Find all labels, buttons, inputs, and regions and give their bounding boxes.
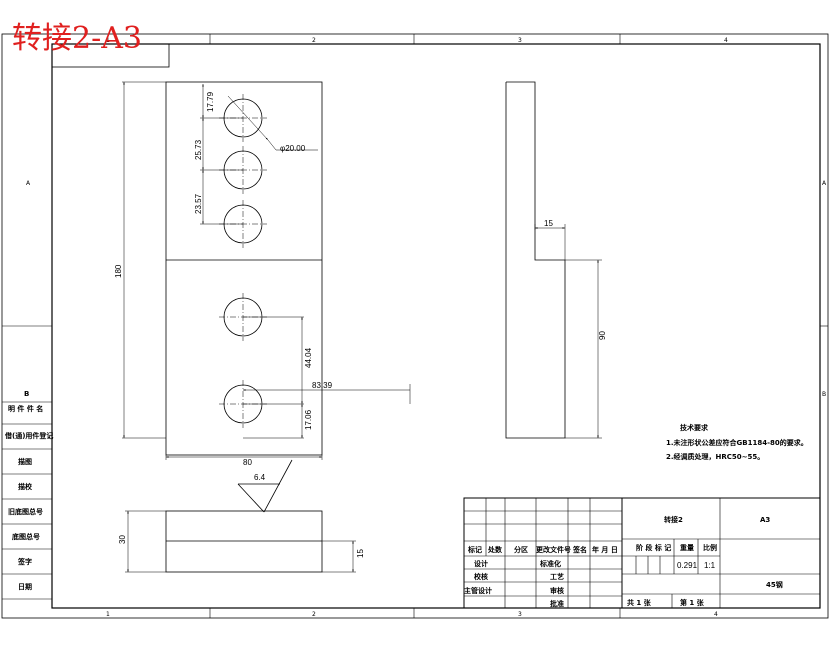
col-number-2-bottom: 2 <box>312 611 316 618</box>
side-label-old-no: 旧底图总号 <box>8 507 43 516</box>
tb-hdr-doc: 更改文件号 <box>536 545 571 554</box>
tech-req-line1: 1.未注形状公差应符合GB1184-80的要求。 <box>666 438 808 447</box>
tb-part-name: 转接2 <box>664 515 683 524</box>
top-view <box>165 510 323 573</box>
tech-req-line2: 2.经调质处理，HRC50~55。 <box>666 452 764 461</box>
side-panel <box>2 401 52 600</box>
side-label-name: 明 件 件 名 <box>8 404 43 413</box>
tb-material: 45钢 <box>766 580 783 589</box>
tb-std: 标准化 <box>539 559 561 568</box>
row-letter-a-left: A <box>26 180 31 187</box>
tb-hdr-mark: 标记 <box>467 545 482 554</box>
tb-scale-label: 比例 <box>703 543 717 552</box>
col-number-4-bottom: 4 <box>714 611 718 618</box>
tech-req-heading: 技术要求 <box>680 423 709 432</box>
zone-ticks <box>2 34 828 618</box>
row-letter-b-right: B <box>822 391 826 398</box>
side-dims <box>534 224 602 439</box>
row-letter-a-right: A <box>822 180 827 187</box>
height-dim <box>122 81 166 439</box>
tb-review: 审核 <box>550 586 564 595</box>
dim-23-57: 23.57 <box>194 193 203 214</box>
dim-44-04: 44.04 <box>304 347 313 368</box>
tb-sheet-size: A3 <box>760 516 770 524</box>
col-number-4-top: 4 <box>724 37 728 44</box>
dim-25-73: 25.73 <box>194 139 203 160</box>
side-label-trace: 描图 <box>18 457 32 466</box>
col-number-2-top: 2 <box>312 37 316 44</box>
dim-180: 180 <box>114 264 123 278</box>
side-label-date: 日期 <box>18 582 32 591</box>
outer-border <box>1 33 829 619</box>
dim-17-79: 17.79 <box>206 91 215 112</box>
col-number-1-bottom: 1 <box>106 611 110 618</box>
dim-bottom-15: 15 <box>356 549 365 558</box>
dim-bottom-30: 30 <box>118 535 127 544</box>
side-label-register: 借(通)用件登记 <box>4 431 53 440</box>
side-label-base-no: 底图总号 <box>12 532 40 541</box>
tb-weight: 0.291 <box>677 561 698 570</box>
tb-sheet-no: 第 1 张 <box>680 598 705 607</box>
tb-total-sheets: 共 1 张 <box>627 598 652 607</box>
tb-role-lead: 主管设计 <box>464 586 492 595</box>
dim-side-15: 15 <box>544 219 553 228</box>
right-hole-dims <box>243 316 411 439</box>
tb-hdr-sign: 签名 <box>572 545 587 554</box>
roughness-value: 6.4 <box>254 473 266 482</box>
title-box <box>51 43 170 68</box>
tb-approve: 批准 <box>550 599 564 608</box>
drawing-title: 转接2-A3 <box>12 21 142 56</box>
center-lines <box>219 94 267 428</box>
width-dim <box>165 455 323 460</box>
top-view-dims <box>125 510 356 573</box>
inner-border <box>51 43 821 609</box>
title-block <box>463 497 821 609</box>
front-view <box>165 81 323 456</box>
dim-side-90: 90 <box>598 331 607 340</box>
tb-process: 工艺 <box>550 572 564 581</box>
side-view <box>505 81 566 439</box>
tb-hdr-count: 处数 <box>487 545 503 554</box>
col-number-1-top: 1 <box>106 37 110 44</box>
side-label-check: 描校 <box>18 482 33 491</box>
tb-scale: 1:1 <box>704 561 716 570</box>
roughness-symbol <box>237 459 293 513</box>
tb-hdr-date: 年 月 日 <box>592 545 618 554</box>
col-number-3-bottom: 3 <box>518 611 522 618</box>
tb-role-design: 设计 <box>474 559 488 568</box>
dim-diameter: φ20.00 <box>280 144 306 153</box>
tb-weight-label: 重量 <box>680 543 694 552</box>
dim-83-39: 83.39 <box>312 381 333 390</box>
hole-dims <box>200 84 318 225</box>
tb-stage: 阶 段 标 记 <box>636 543 671 552</box>
dim-17-06: 17.06 <box>304 409 313 430</box>
dim-80: 80 <box>243 458 252 467</box>
side-label-b: B <box>24 390 29 398</box>
tb-hdr-zone: 分区 <box>514 545 528 554</box>
col-number-3-top: 3 <box>518 37 522 44</box>
side-label-sign: 签字 <box>17 557 32 566</box>
tb-role-check: 校核 <box>474 572 488 581</box>
